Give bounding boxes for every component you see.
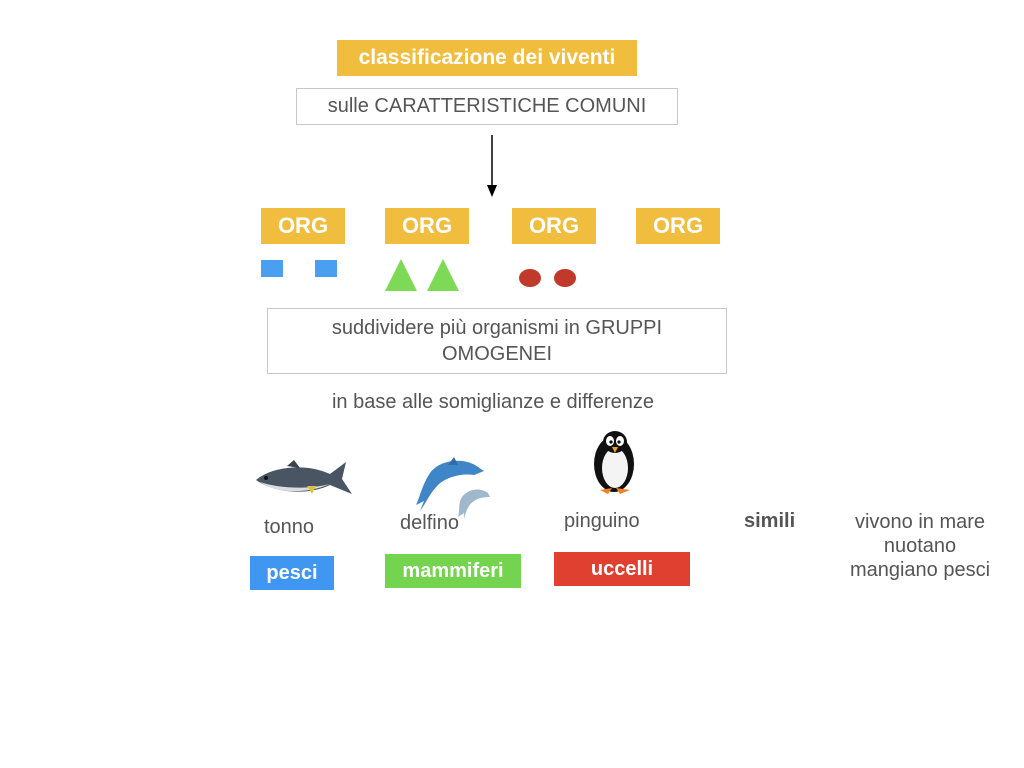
tuna-icon (256, 460, 352, 494)
basis-text: in base alle somiglianze e differenze (331, 391, 655, 413)
green-triangle-2 (427, 259, 459, 291)
penguin-icon (594, 431, 634, 494)
subtitle-box: sulle CARATTERISTICHE COMUNI (296, 88, 678, 125)
trait-item: vivono in mare (854, 511, 986, 533)
group-tag-pesci: pesci (250, 556, 334, 590)
org-label: ORG (652, 213, 704, 238)
green-triangle-1 (385, 259, 417, 291)
blue-square-2 (315, 260, 337, 277)
trait-item: mangiano pesci (849, 559, 991, 581)
subtitle-text: sulle CARATTERISTICHE COMUNI (327, 95, 647, 117)
org-label: ORG (277, 213, 329, 238)
group-tag-uccelli: uccelli (554, 552, 690, 586)
org-label: ORG (401, 213, 453, 238)
blue-square-1 (261, 260, 283, 277)
traits-list: vivono in mare nuotano mangiano pesci (830, 510, 1010, 582)
trait-item: nuotano (883, 535, 957, 557)
red-ellipse-1 (519, 269, 541, 287)
org-box-4: ORG (636, 208, 720, 244)
red-ellipse-2 (554, 269, 576, 287)
org-box-1: ORG (261, 208, 345, 244)
subdivide-text: suddividere più organismi in GRUPPI OMOG… (331, 317, 663, 365)
org-box-3: ORG (512, 208, 596, 244)
similar-label: simili (744, 510, 796, 532)
group-tag-text: pesci (266, 562, 318, 584)
group-tag-text: uccelli (590, 558, 654, 580)
org-label: ORG (528, 213, 580, 238)
animal-name-pinguino: pinguino (564, 510, 640, 532)
dolphin-icon (416, 457, 490, 519)
diagram-title: classificazione dei viventi (337, 40, 637, 76)
group-tag-mammiferi: mammiferi (385, 554, 521, 588)
diagram-title-text: classificazione dei viventi (358, 46, 616, 69)
subdivide-box: suddividere più organismi in GRUPPI OMOG… (267, 308, 727, 374)
animal-name-tonno: tonno (264, 516, 315, 538)
org-box-2: ORG (385, 208, 469, 244)
down-arrow (487, 135, 497, 197)
animal-name-delfino: delfino (400, 512, 459, 534)
group-tag-text: mammiferi (402, 560, 504, 582)
